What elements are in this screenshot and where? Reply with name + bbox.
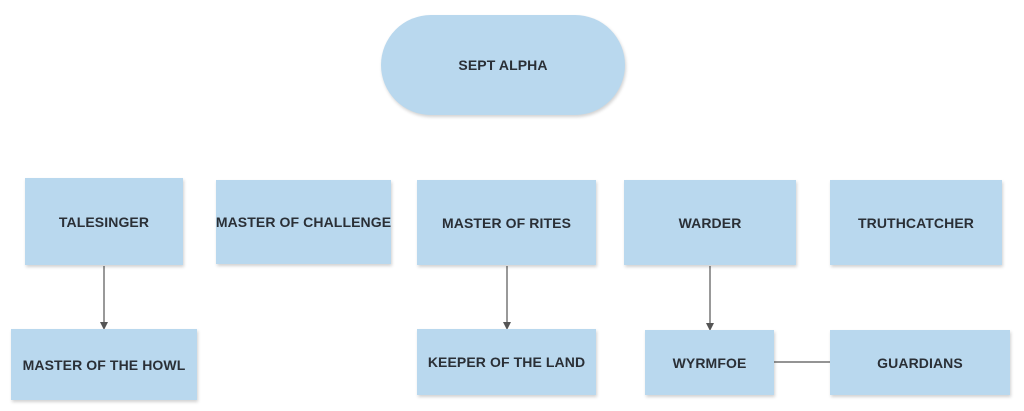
node-label: WARDER	[678, 214, 742, 231]
node-label: WYRMFOE	[672, 354, 747, 371]
node-label: GUARDIANS	[877, 354, 963, 371]
node-sept-alpha[interactable]: SEPT ALPHA	[381, 15, 625, 115]
node-label: KEEPER OF THE LAND	[427, 354, 586, 370]
node-warder[interactable]: WARDER	[624, 180, 796, 265]
node-master-of-rites[interactable]: MASTER OF RITES	[417, 180, 596, 265]
node-label: MASTER OF THE HOWL	[22, 356, 186, 373]
node-guardians[interactable]: GUARDIANS	[830, 330, 1010, 395]
node-label: TALESINGER	[58, 213, 150, 230]
node-truthcatcher[interactable]: TRUTHCATCHER	[830, 180, 1002, 265]
node-master-of-challenge[interactable]: MASTER OF CHALLENGE	[216, 180, 391, 264]
node-wyrmfoe[interactable]: WYRMFOE	[645, 330, 774, 395]
node-keeper-of-the-land[interactable]: KEEPER OF THE LAND	[417, 329, 596, 395]
node-label: SEPT ALPHA	[458, 57, 548, 73]
node-label: TRUTHCATCHER	[857, 214, 975, 231]
node-talesinger[interactable]: TALESINGER	[25, 178, 183, 265]
node-master-of-the-howl[interactable]: MASTER OF THE HOWL	[11, 329, 197, 400]
node-label: MASTER OF CHALLENGE	[215, 214, 392, 230]
node-label: MASTER OF RITES	[441, 214, 572, 231]
